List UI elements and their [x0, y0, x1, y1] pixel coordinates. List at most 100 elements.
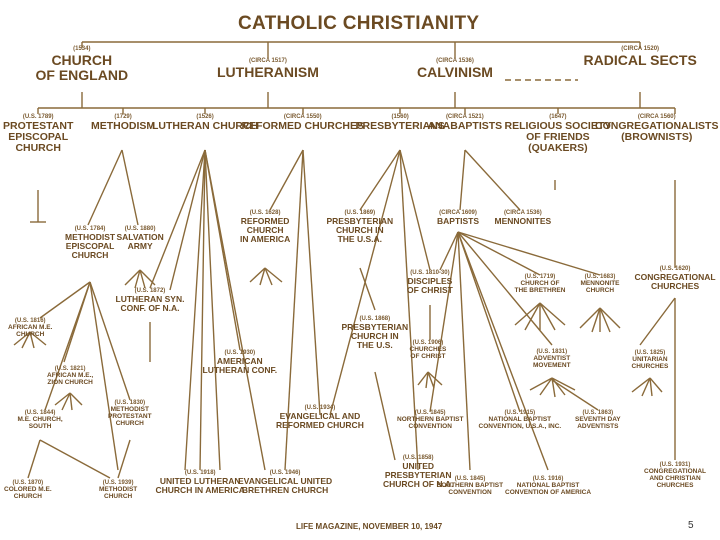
node-date: (U.S. 1830) [114, 400, 146, 406]
node-label-line: LUTHERAN SYN. [115, 294, 185, 305]
node-label-line: NORTHERN BAPTIST [397, 416, 464, 424]
node-label-line: CHURCH IN [335, 225, 384, 236]
node-me-south: (U.S. 1844)M.E. CHURCH,SOUTH [18, 410, 63, 431]
node-date: (CIRCA 1609) [439, 210, 477, 216]
node-date: (U.S. 1719) [524, 274, 556, 280]
node-label-line: DISCIPLES [407, 276, 453, 287]
node-label-line: PRESBYTERIAN [326, 216, 394, 227]
node-mennonites: (CIRCA 1536)MENNONITES [495, 210, 552, 226]
node-label-line: CONVENTION OF AMERICA [505, 489, 592, 497]
node-label-line: CONVENTION [448, 489, 492, 497]
node-date: (U.S. 1939) [102, 480, 134, 486]
node-label-line: M.E. CHURCH, [17, 416, 63, 424]
node-date: (U.S. 1810-30) [410, 270, 450, 276]
node-label-line: COLORED M.E. [4, 486, 52, 494]
node-date: (U.S. 1931) [659, 462, 691, 468]
node-date: (CIRCA 1521) [445, 114, 484, 120]
node-label-line: CHURCH IN [350, 331, 399, 342]
node-label-line: CHURCHES [631, 363, 669, 371]
node-label-line: CONF. OF N.A. [120, 303, 180, 314]
node-date: (U.S. 1628) [249, 210, 281, 216]
node-radical: (CIRCA 1520)RADICAL SECTS [584, 46, 697, 68]
node-date: (1526) [196, 114, 214, 120]
node-label-line: METHODIST [99, 486, 138, 494]
node-label-line: METHODIST [65, 232, 116, 243]
node-label-line: MENNONITE [580, 280, 620, 288]
node-anabaptists: (CIRCA 1521)ANABAPTISTS [428, 114, 503, 132]
node-label-line: PROTESTANT [108, 413, 152, 421]
node-label-line: CHURCHES [650, 281, 700, 292]
node-date: (1534) [73, 46, 91, 52]
node-date: (U.S. 1906) [412, 340, 444, 346]
node-african-zion: (U.S. 1821)AFRICAN M.E.,ZION CHURCH [47, 366, 93, 387]
node-label-line: IN AMERICA [240, 234, 291, 245]
node-label-line: SEVENTH DAY [575, 416, 621, 424]
node-label-line: THE U.S. [356, 340, 393, 351]
node-label-line: LUTHERANISM [217, 64, 319, 81]
node-label-line: AND CHRISTIAN [649, 475, 701, 483]
footer-credit: LIFE MAGAZINE, NOVEMBER 10, 1947 [296, 522, 443, 531]
node-calvinism: (CIRCA 1536)CALVINISM [417, 58, 493, 80]
node-label-line: OF CHRIST [410, 353, 446, 361]
node-date: (U.S. 1915) [504, 410, 536, 416]
node-date: (U.S. 1934) [304, 405, 336, 411]
node-label-line: THE BRETHREN [514, 287, 566, 295]
node-date: (U.S. 1869) [344, 210, 376, 216]
node-label-line: CHURCH [16, 331, 45, 339]
node-label-line: CHURCH [246, 225, 284, 236]
node-label-line: EVANGELICAL AND [279, 411, 361, 422]
node-label-line: SALVATION [116, 232, 164, 243]
node-label-line: BRETHREN CHURCH [241, 485, 329, 496]
node-date: (U.S. 1880) [124, 226, 156, 232]
node-label-line: EPISCOPAL [65, 241, 115, 252]
node-label-line: UNITARIAN [632, 356, 668, 364]
node-label-line: AFRICAN M.E. [8, 324, 53, 332]
node-label-line: REFORMED CHURCHES [241, 120, 365, 133]
node-date: (U.S. 1946) [269, 470, 301, 476]
node-label-line: CONVENTION [408, 423, 452, 431]
node-label-line: PROTESTANT [3, 120, 74, 133]
node-date: (CIRCA 1536) [436, 58, 474, 64]
node-label-line: CONVENTION, U.S.A., INC. [478, 423, 562, 431]
node-label-line: REFORMED CHURCH [276, 420, 364, 431]
node-date: (U.S. 1858) [402, 455, 434, 461]
node-date: (U.S. 1789) [22, 114, 54, 120]
node-label-line: ADVENTIST [533, 355, 571, 363]
node-label-line: (QUAKERS) [528, 142, 588, 155]
node-date: (U.S. 1844) [24, 410, 56, 416]
node-label-line: CONGREGATIONALISTS [595, 120, 719, 133]
node-label-line: CONGREGATIONAL [644, 468, 706, 476]
node-african-me: (U.S. 1816)AFRICAN M.E.CHURCH [8, 318, 52, 339]
node-label-line: CHURCH IN AMERICA [155, 485, 245, 496]
node-lutheran-church: (1526)LUTHERAN CHURCH [152, 114, 258, 132]
node-label-line: MOVEMENT [533, 362, 571, 370]
node-label-line: ZION CHURCH [47, 379, 93, 387]
node-lutheran-syn: (U.S. 1872)LUTHERAN SYN.CONF. OF N.A. [116, 288, 185, 313]
node-label-line: SOUTHERN BAPTIST [437, 482, 504, 490]
node-label-line: THE U.S.A. [337, 234, 382, 245]
node-label-line: PRESBYTERIAN [341, 322, 409, 333]
node-label-line: (BROWNISTS) [621, 131, 693, 144]
node-label-line: CHURCH [71, 250, 109, 261]
node-label-line: OF CHRIST [407, 285, 453, 296]
node-label-line: CHURCH [585, 287, 615, 295]
node-label-line: CHURCH [15, 142, 61, 155]
node-label-line: CHURCH OF [520, 280, 560, 288]
node-date: (U.S. 1821) [54, 366, 86, 372]
node-label-line: CHURCHES [409, 346, 447, 354]
node-label-line: ADVENTISTS [577, 423, 619, 431]
node-label-line: SOUTH [28, 423, 52, 431]
